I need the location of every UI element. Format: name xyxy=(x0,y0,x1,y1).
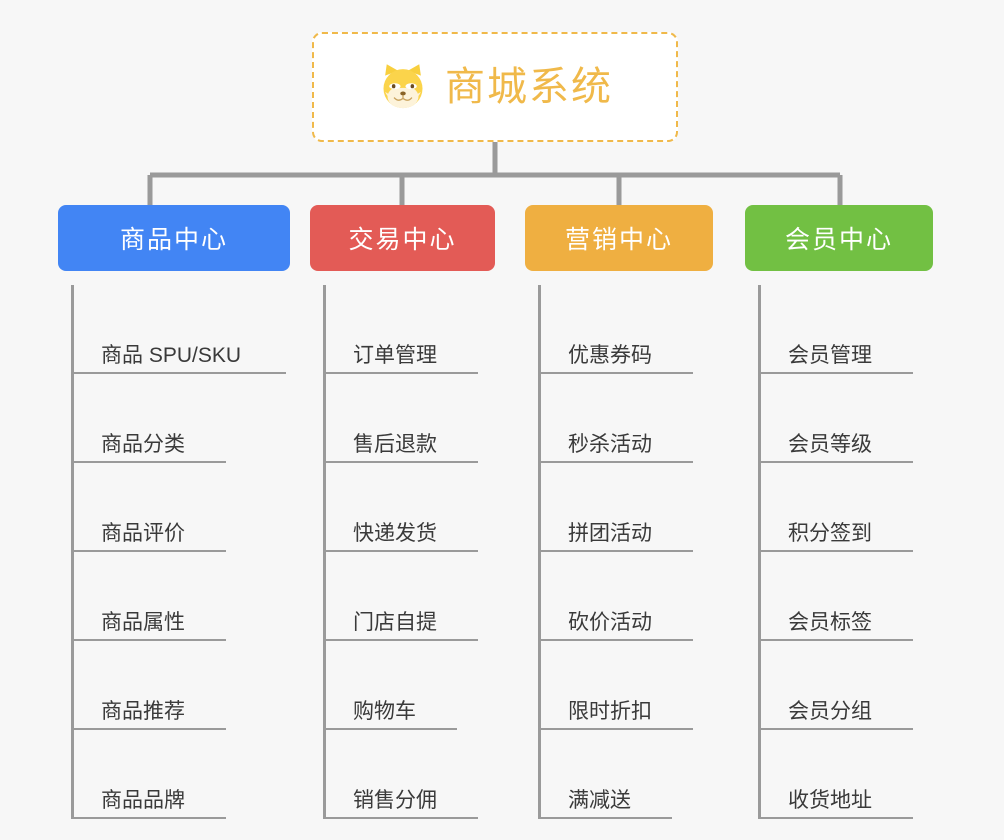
branch-header[interactable]: 商品中心 xyxy=(58,205,290,271)
child-item[interactable]: 商品评价 xyxy=(61,463,290,552)
child-list: 会员管理会员等级积分签到会员标签会员分组收货地址 xyxy=(745,285,933,819)
child-item-label: 快递发货 xyxy=(353,521,437,545)
child-item-underline xyxy=(761,372,913,374)
child-item[interactable]: 会员管理 xyxy=(748,285,933,374)
child-item[interactable]: 商品属性 xyxy=(61,552,290,641)
child-item-underline xyxy=(761,817,913,819)
child-item-underline xyxy=(74,639,226,641)
child-item-label: 商品属性 xyxy=(101,610,185,634)
branch-spine xyxy=(538,285,541,819)
child-item-underline xyxy=(761,550,913,552)
child-item-underline xyxy=(326,639,478,641)
branch-spine xyxy=(758,285,761,819)
root-node[interactable]: 商城系统 xyxy=(312,32,678,142)
shiba-mascot-icon xyxy=(383,64,423,109)
child-item[interactable]: 售后退款 xyxy=(313,374,495,463)
child-item[interactable]: 会员等级 xyxy=(748,374,933,463)
child-item-label: 商品分类 xyxy=(101,432,185,456)
child-item-underline xyxy=(541,639,693,641)
branch-header-label: 营销中心 xyxy=(564,226,673,254)
child-item-label: 商品推荐 xyxy=(101,699,185,723)
child-item-underline xyxy=(761,728,913,730)
child-item-underline xyxy=(326,372,478,374)
child-item-label: 砍价活动 xyxy=(568,610,652,634)
branch-spine xyxy=(323,285,326,819)
root-title: 商城系统 xyxy=(445,65,613,109)
child-item-label: 限时折扣 xyxy=(568,699,652,723)
child-item-label: 拼团活动 xyxy=(568,521,652,545)
child-item-label: 商品 SPU/SKU xyxy=(101,343,242,367)
child-item-underline xyxy=(541,550,693,552)
child-item[interactable]: 积分签到 xyxy=(748,463,933,552)
child-item[interactable]: 购物车 xyxy=(313,641,495,730)
branch-header-label: 交易中心 xyxy=(348,226,457,254)
child-item-underline xyxy=(761,639,913,641)
child-item-underline xyxy=(326,728,457,730)
child-item[interactable]: 秒杀活动 xyxy=(528,374,713,463)
child-item[interactable]: 会员分组 xyxy=(748,641,933,730)
child-item[interactable]: 订单管理 xyxy=(313,285,495,374)
branch-column: 营销中心优惠券码秒杀活动拼团活动砍价活动限时折扣满减送 xyxy=(525,205,713,819)
child-item-underline xyxy=(541,817,672,819)
child-item[interactable]: 会员标签 xyxy=(748,552,933,641)
child-item-underline xyxy=(74,550,226,552)
child-item-label: 收货地址 xyxy=(788,788,872,812)
child-item-label: 会员分组 xyxy=(788,699,872,723)
child-item-underline xyxy=(326,461,478,463)
child-item-underline xyxy=(74,817,226,819)
child-item[interactable]: 商品推荐 xyxy=(61,641,290,730)
child-item-label: 会员标签 xyxy=(788,610,872,634)
child-item-label: 商品评价 xyxy=(101,521,185,545)
child-item-label: 会员管理 xyxy=(788,343,872,367)
child-item-underline xyxy=(326,817,478,819)
branch-column: 会员中心会员管理会员等级积分签到会员标签会员分组收货地址 xyxy=(745,205,933,819)
child-item[interactable]: 限时折扣 xyxy=(528,641,713,730)
branch-header[interactable]: 会员中心 xyxy=(745,205,933,271)
branch-header-label: 商品中心 xyxy=(119,226,228,254)
child-item-label: 满减送 xyxy=(568,788,631,812)
child-item[interactable]: 收货地址 xyxy=(748,730,933,819)
child-item-underline xyxy=(74,461,226,463)
child-item-label: 销售分佣 xyxy=(353,788,437,812)
child-item-label: 会员等级 xyxy=(788,432,872,456)
child-item[interactable]: 快递发货 xyxy=(313,463,495,552)
child-item[interactable]: 砍价活动 xyxy=(528,552,713,641)
child-list: 订单管理售后退款快递发货门店自提购物车销售分佣 xyxy=(310,285,495,819)
branch-column: 商品中心商品 SPU/SKU 商品分类商品评价商品属性商品推荐商品品牌 xyxy=(58,205,290,819)
child-item-label: 购物车 xyxy=(353,699,416,723)
branch-header[interactable]: 交易中心 xyxy=(310,205,495,271)
branch-header-label: 会员中心 xyxy=(784,226,893,254)
child-item-label: 优惠券码 xyxy=(568,343,652,367)
child-item-label: 订单管理 xyxy=(353,343,437,367)
child-item-underline xyxy=(761,461,913,463)
child-item-label: 售后退款 xyxy=(353,432,437,456)
child-item[interactable]: 商品品牌 xyxy=(61,730,290,819)
child-item[interactable]: 门店自提 xyxy=(313,552,495,641)
branch-spine xyxy=(71,285,74,819)
child-item-label: 积分签到 xyxy=(788,521,872,545)
child-item-underline xyxy=(74,728,226,730)
child-item[interactable]: 满减送 xyxy=(528,730,713,819)
child-item-underline xyxy=(74,372,286,374)
child-item[interactable]: 商品 SPU/SKU xyxy=(61,285,290,374)
child-item[interactable]: 拼团活动 xyxy=(528,463,713,552)
child-item-label: 商品品牌 xyxy=(101,788,185,812)
branch-header[interactable]: 营销中心 xyxy=(525,205,713,271)
child-item[interactable]: 优惠券码 xyxy=(528,285,713,374)
child-item[interactable]: 商品分类 xyxy=(61,374,290,463)
child-item-underline xyxy=(541,372,693,374)
branch-column: 交易中心订单管理售后退款快递发货门店自提购物车销售分佣 xyxy=(310,205,495,819)
child-list: 优惠券码秒杀活动拼团活动砍价活动限时折扣满减送 xyxy=(525,285,713,819)
child-item-underline xyxy=(541,461,693,463)
child-item-underline xyxy=(541,728,693,730)
child-item-label: 门店自提 xyxy=(353,610,437,634)
child-item-underline xyxy=(326,550,478,552)
child-list: 商品 SPU/SKU 商品分类商品评价商品属性商品推荐商品品牌 xyxy=(58,285,290,819)
child-item[interactable]: 销售分佣 xyxy=(313,730,495,819)
child-item-label: 秒杀活动 xyxy=(568,432,652,456)
